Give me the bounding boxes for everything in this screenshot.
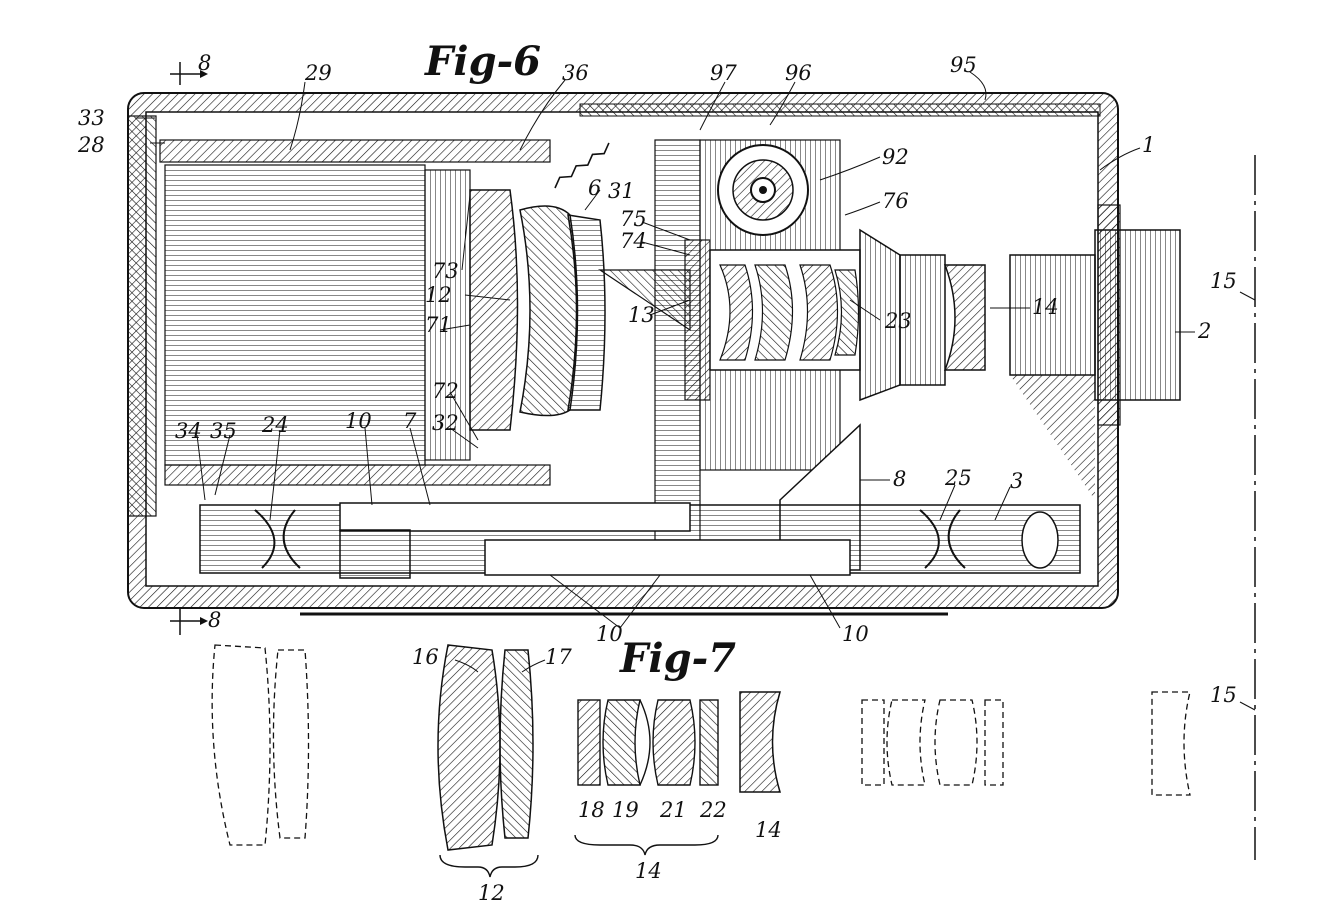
label-23: 23 xyxy=(884,309,912,333)
leader-lines xyxy=(135,71,1256,629)
label-24: 24 xyxy=(261,413,289,437)
label-8-top: 8 xyxy=(198,51,211,75)
front-ring-33 xyxy=(127,115,157,517)
lens-element-d xyxy=(834,269,860,356)
label-25: 25 xyxy=(944,466,972,490)
label-12-fig6: 12 xyxy=(425,283,452,307)
label-14-fig6: 14 xyxy=(1032,295,1059,319)
label-10-fig6b: 10 xyxy=(596,622,623,646)
lens-19 xyxy=(602,699,641,786)
dashed-lens-r1 xyxy=(861,699,885,786)
lens-element-a xyxy=(719,264,754,361)
label-36: 36 xyxy=(562,61,589,85)
label-21: 21 xyxy=(659,798,687,822)
lens-22 xyxy=(699,699,719,786)
lens-18 xyxy=(577,699,601,786)
lens-14-standalone xyxy=(739,691,782,793)
label-7: 7 xyxy=(403,409,417,433)
label-17: 17 xyxy=(545,645,572,669)
dashed-lens-r3 xyxy=(934,699,978,786)
label-31: 31 xyxy=(608,179,635,203)
label-22: 22 xyxy=(699,798,727,822)
barrel-29 xyxy=(159,139,551,163)
sprocket-92-pin xyxy=(759,186,767,194)
section-marker-top xyxy=(170,62,208,85)
label-76: 76 xyxy=(882,189,909,213)
lens-17 xyxy=(499,649,534,839)
condenser-lens-12a xyxy=(469,189,519,431)
dashed-lens-left-b xyxy=(272,649,310,839)
label-2: 2 xyxy=(1197,319,1211,343)
lens-21 xyxy=(652,699,696,786)
block-10-left xyxy=(339,529,411,579)
dashed-lens-r4 xyxy=(984,699,1004,786)
label-15-fig7: 15 xyxy=(1210,683,1237,707)
light-cone-shading xyxy=(1010,375,1095,500)
label-29: 29 xyxy=(304,61,332,85)
label-10-fig6a: 10 xyxy=(345,409,372,433)
label-71: 71 xyxy=(425,313,452,337)
fig7-title: Fig-7 xyxy=(619,635,736,682)
label-74: 74 xyxy=(620,229,647,253)
lens-14 xyxy=(943,264,986,371)
label-19: 19 xyxy=(612,798,639,822)
label-3: 3 xyxy=(1010,469,1023,493)
label-15-fig6: 15 xyxy=(1210,269,1237,293)
lens-element-b xyxy=(754,264,794,361)
lens-19b xyxy=(639,699,651,786)
fig6-labels: 8 8 29 36 97 96 95 33 28 1 92 76 6 31 75… xyxy=(77,51,1237,646)
label-97: 97 xyxy=(710,61,737,85)
label-1: 1 xyxy=(1142,133,1155,157)
label-6: 6 xyxy=(588,176,601,200)
section-marker-bottom xyxy=(170,608,208,635)
lens-mount-75 xyxy=(684,239,711,401)
nozzle-flange xyxy=(1097,204,1121,426)
label-32: 32 xyxy=(432,411,459,435)
label-35: 35 xyxy=(210,419,237,443)
label-73: 73 xyxy=(432,259,459,283)
label-75: 75 xyxy=(620,207,647,231)
label-28: 28 xyxy=(77,133,105,157)
sleeve-71 xyxy=(424,169,471,461)
brace-14 xyxy=(574,834,719,856)
tube-section xyxy=(899,254,946,386)
top-cover-95 xyxy=(579,103,1101,117)
label-16: 16 xyxy=(412,645,439,669)
label-34: 34 xyxy=(175,419,202,443)
label-13: 13 xyxy=(628,303,655,327)
label-10-fig6c: 10 xyxy=(842,622,869,646)
dashed-lens-r2 xyxy=(886,699,926,786)
label-18: 18 xyxy=(578,798,605,822)
dashed-lens-left-a xyxy=(211,644,271,846)
lens-16 xyxy=(437,644,501,851)
outer-tube xyxy=(1009,254,1096,376)
label-14-fig7b: 14 xyxy=(635,859,662,883)
spring-36 xyxy=(554,142,610,189)
worm-thread-right xyxy=(1021,511,1059,569)
label-95: 95 xyxy=(950,53,977,77)
brace-12 xyxy=(439,854,539,878)
label-72: 72 xyxy=(432,379,459,403)
fig7-drawing xyxy=(211,644,1256,878)
fig6-drawing xyxy=(127,92,1181,616)
label-8-bottom: 8 xyxy=(208,608,221,632)
barrel-body xyxy=(164,164,426,466)
label-12-fig7: 12 xyxy=(478,881,505,905)
fig6-title: Fig-6 xyxy=(424,38,541,85)
slide-10 xyxy=(484,539,851,576)
barrel-bottom xyxy=(164,464,551,486)
fig7-labels: 16 17 15 18 19 21 22 14 12 14 xyxy=(412,645,1237,905)
slide-7 xyxy=(339,502,691,532)
label-33: 33 xyxy=(78,106,105,130)
lens-element-c xyxy=(799,264,839,361)
label-14-fig7a: 14 xyxy=(755,818,782,842)
worm-thread-25 xyxy=(919,509,966,569)
worm-thread-24 xyxy=(254,509,301,569)
dashed-lens-r5 xyxy=(1151,691,1191,796)
label-96: 96 xyxy=(785,61,812,85)
label-92: 92 xyxy=(882,145,909,169)
label-8-mid: 8 xyxy=(893,467,906,491)
